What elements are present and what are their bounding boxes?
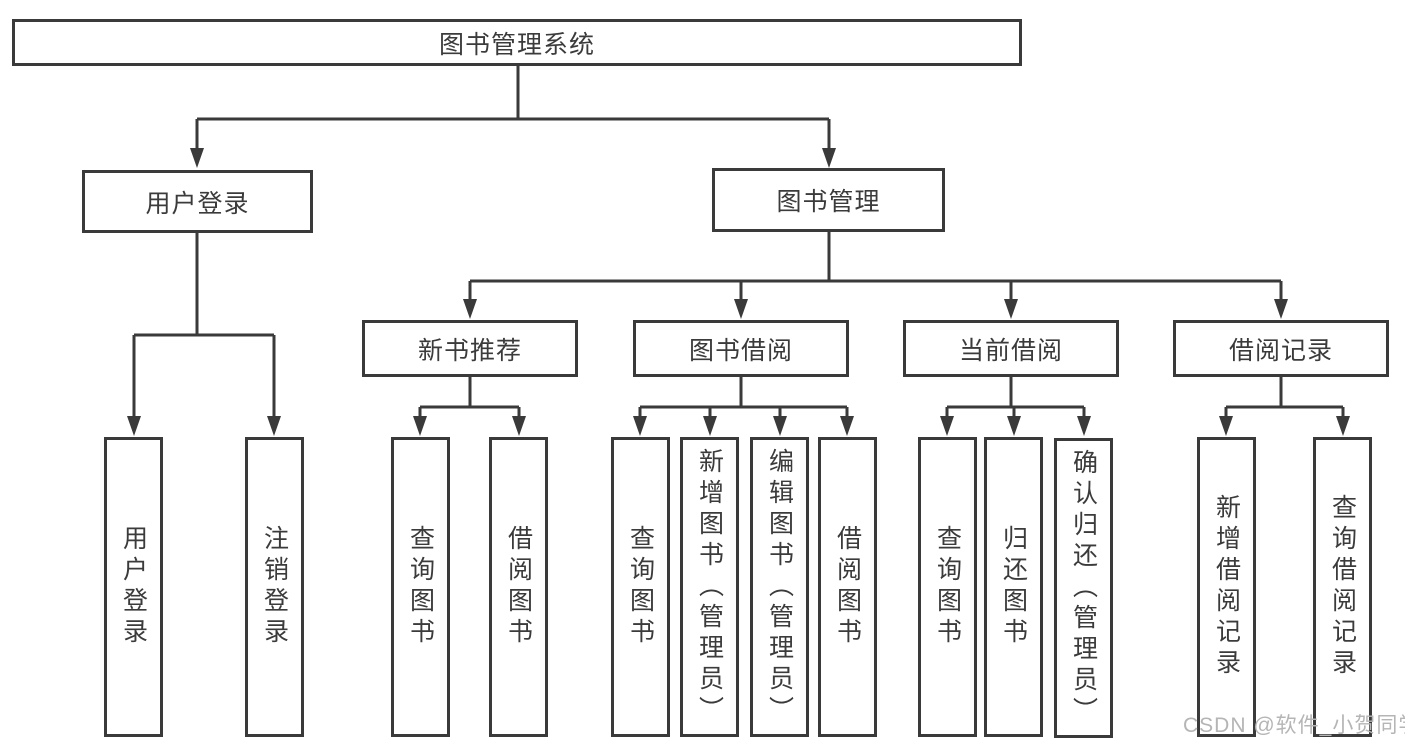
leaf-query-books-borrow: 查询图书: [611, 437, 670, 737]
node-root-label: 图书管理系统: [438, 30, 595, 59]
node-book-management: 图书管理: [712, 168, 945, 232]
node-book-borrow: 图书借阅: [633, 320, 849, 377]
leaf-borrow-books-recommend-label: 借阅图书: [504, 525, 533, 649]
node-new-book-recommend-label: 新书推荐: [417, 336, 522, 365]
leaf-return-books-label: 归还图书: [999, 525, 1028, 649]
arrow-down-icon: [633, 416, 647, 436]
csdn-watermark: CSDN @软件_小贺同学: [1183, 714, 1405, 737]
node-current-borrow: 当前借阅: [903, 320, 1119, 377]
leaf-edit-books-admin-label: 编辑图书（管理员）: [765, 447, 794, 727]
arrow-down-icon: [190, 148, 204, 168]
edge-records-to-leaves: [1224, 377, 1345, 419]
leaf-borrow-books-label: 借阅图书: [833, 525, 862, 649]
leaf-confirm-return-admin-label: 确认归还（管理员）: [1069, 448, 1098, 728]
leaf-logout-label: 注销登录: [260, 525, 289, 649]
leaf-query-borrow-record: 查询借阅记录: [1313, 437, 1372, 737]
arrow-down-icon: [1274, 299, 1288, 319]
leaf-query-books-current: 查询图书: [918, 437, 977, 737]
arrow-down-icon: [1007, 416, 1021, 436]
node-user-login: 用户登录: [82, 170, 313, 233]
arrow-down-icon: [840, 416, 854, 436]
leaf-query-books-recommend-label: 查询图书: [406, 525, 435, 649]
leaf-confirm-return-admin: 确认归还（管理员）: [1054, 438, 1113, 738]
leaf-query-books-current-label: 查询图书: [933, 525, 962, 649]
edge-bookmgmt-to-level3: [468, 232, 1283, 302]
node-book-borrow-label: 图书借阅: [688, 336, 793, 365]
leaf-borrow-books: 借阅图书: [818, 437, 877, 737]
leaf-add-borrow-record-label: 新增借阅记录: [1212, 494, 1241, 680]
arrow-down-icon: [1219, 416, 1233, 436]
arrow-down-icon: [822, 148, 836, 168]
arrow-down-icon: [1336, 416, 1350, 436]
leaf-borrow-books-recommend: 借阅图书: [489, 437, 548, 737]
leaf-user-login: 用户登录: [104, 437, 163, 737]
edge-current-to-leaves: [945, 377, 1086, 419]
leaf-add-books-admin-label: 新增图书（管理员）: [695, 447, 724, 727]
leaf-query-books-borrow-label: 查询图书: [626, 525, 655, 649]
arrow-down-icon: [1004, 299, 1018, 319]
arrowhead-icons: [127, 148, 1350, 436]
node-root: 图书管理系统: [12, 19, 1022, 66]
node-user-login-label: 用户登录: [145, 189, 250, 218]
node-book-management-label: 图书管理: [776, 188, 881, 216]
leaf-return-books: 归还图书: [984, 437, 1043, 737]
node-new-book-recommend: 新书推荐: [362, 320, 578, 377]
node-borrow-records-label: 借阅记录: [1228, 336, 1333, 365]
arrow-down-icon: [734, 299, 748, 319]
arrow-down-icon: [940, 416, 954, 436]
leaf-user-login-label: 用户登录: [119, 525, 148, 649]
leaf-query-books-recommend: 查询图书: [391, 437, 450, 737]
leaf-query-borrow-record-label: 查询借阅记录: [1328, 494, 1357, 680]
arrow-down-icon: [413, 416, 427, 436]
edge-recommend-to-leaves: [418, 377, 521, 419]
arrow-down-icon: [703, 416, 717, 436]
leaf-add-borrow-record: 新增借阅记录: [1197, 437, 1256, 737]
leaf-add-books-admin: 新增图书（管理员）: [680, 437, 739, 737]
arrow-down-icon: [512, 416, 526, 436]
edge-userlogin-to-leaves: [132, 233, 276, 419]
tree-edges: [132, 66, 1345, 419]
arrow-down-icon: [1077, 416, 1091, 436]
leaf-logout: 注销登录: [245, 437, 304, 737]
node-current-borrow-label: 当前借阅: [958, 336, 1063, 365]
edge-root-to-level2: [195, 66, 831, 151]
edge-borrow-to-leaves: [638, 377, 849, 419]
arrow-down-icon: [267, 416, 281, 436]
node-borrow-records: 借阅记录: [1173, 320, 1389, 377]
leaf-edit-books-admin: 编辑图书（管理员）: [750, 437, 809, 737]
arrow-down-icon: [463, 299, 477, 319]
arrow-down-icon: [773, 416, 787, 436]
arrow-down-icon: [127, 416, 141, 436]
